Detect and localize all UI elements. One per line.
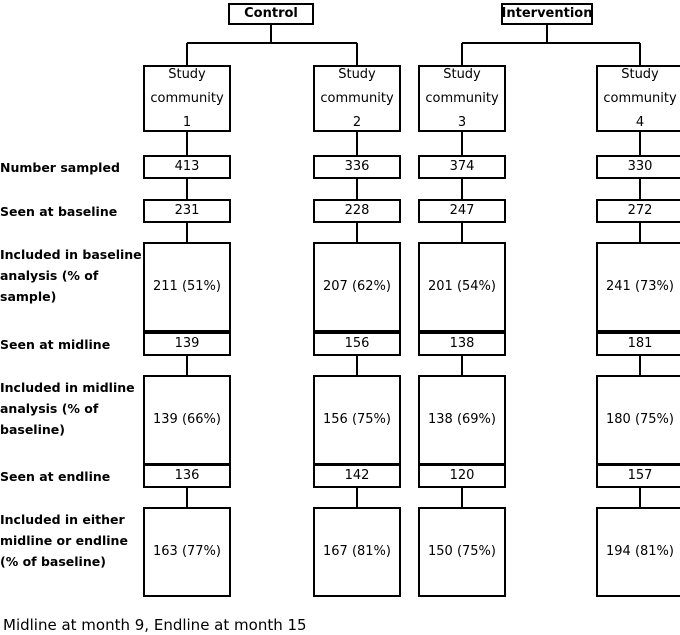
count-box-seen_endline: 136 (143, 464, 231, 488)
count-box-sampled: 336 (313, 155, 401, 179)
row-label-line: Seen at endline (0, 469, 111, 484)
count-box-seen_endline: 157 (596, 464, 680, 488)
count-value: 201 (54%) (428, 279, 496, 294)
count-box-seen_endline: 120 (418, 464, 506, 488)
count-value: 156 (344, 336, 370, 351)
count-box-incl_baseline: 211 (51%) (143, 242, 231, 332)
count-box-seen_baseline: 228 (313, 199, 401, 223)
arm-box-control: Control (228, 3, 314, 25)
count-box-seen_endline: 142 (313, 464, 401, 488)
count-value: 163 (77%) (153, 544, 221, 559)
count-box-seen_midline: 156 (313, 332, 401, 356)
count-value: 138 (69%) (428, 412, 496, 427)
count-value: 120 (449, 468, 475, 483)
count-value: 194 (81%) (606, 544, 674, 559)
count-value: 241 (73%) (606, 279, 674, 294)
community-header-text: 3 (457, 114, 467, 130)
count-value: 139 (174, 336, 200, 351)
community-header-text: community (150, 90, 224, 106)
count-box-seen_midline: 139 (143, 332, 231, 356)
footnote: Midline at month 9, Endline at month 15 (3, 616, 307, 634)
count-box-incl_either: 194 (81%) (596, 507, 680, 597)
row-label-seen_endline: Seen at endline (0, 466, 142, 487)
row-label-line: Seen at midline (0, 337, 111, 352)
count-value: 167 (81%) (323, 544, 391, 559)
count-box-seen_baseline: 272 (596, 199, 680, 223)
count-value: 142 (344, 468, 370, 483)
count-value: 413 (174, 159, 200, 174)
count-value: 231 (174, 203, 200, 218)
row-label-line: Number sampled (0, 160, 120, 175)
row-label-line: Included in either (0, 512, 125, 527)
row-label-line: sample) (0, 289, 57, 304)
community-header-text: community (603, 90, 677, 106)
count-value: 136 (174, 468, 200, 483)
count-value: 330 (627, 159, 653, 174)
community-header-text: 2 (352, 114, 362, 130)
community-header-text: Study (168, 66, 206, 82)
row-label-incl_either: Included in either midline or endline (% o… (0, 509, 142, 572)
count-value: 207 (62%) (323, 279, 391, 294)
count-box-incl_either: 163 (77%) (143, 507, 231, 597)
community-header-4: Study community 4 (596, 65, 680, 132)
count-box-incl_baseline: 241 (73%) (596, 242, 680, 332)
community-header-text: community (320, 90, 394, 106)
community-header-text: Study (338, 66, 376, 82)
row-label-line: Included in midline (0, 380, 135, 395)
count-box-incl_midline: 156 (75%) (313, 375, 401, 465)
count-box-incl_midline: 138 (69%) (418, 375, 506, 465)
count-value: 156 (75%) (323, 412, 391, 427)
row-label-line: analysis (% of (0, 268, 99, 283)
count-value: 139 (66%) (153, 412, 221, 427)
row-label-line: midline or endline (0, 533, 128, 548)
count-box-seen_baseline: 231 (143, 199, 231, 223)
row-label-line: Included in baseline (0, 247, 142, 262)
count-value: 150 (75%) (428, 544, 496, 559)
count-value: 247 (449, 203, 475, 218)
row-label-line: (% of baseline) (0, 554, 106, 569)
community-header-text: community (425, 90, 499, 106)
count-value: 272 (627, 203, 653, 218)
community-header-text: 4 (635, 114, 645, 130)
count-value: 336 (344, 159, 370, 174)
count-box-sampled: 374 (418, 155, 506, 179)
row-label-sampled: Number sampled (0, 157, 142, 178)
row-label-seen_baseline: Seen at baseline (0, 201, 142, 222)
count-value: 228 (344, 203, 370, 218)
count-box-incl_midline: 139 (66%) (143, 375, 231, 465)
count-value: 374 (449, 159, 475, 174)
community-header-text: Study (443, 66, 481, 82)
row-label-incl_baseline: Included in baseline analysis (% of sample… (0, 244, 142, 307)
community-header-1: Study community 1 (143, 65, 231, 132)
count-value: 157 (627, 468, 653, 483)
community-header-3: Study community 3 (418, 65, 506, 132)
community-header-2: Study community 2 (313, 65, 401, 132)
community-header-text: Study (621, 66, 659, 82)
community-header-text: 1 (182, 114, 192, 130)
count-value: 211 (51%) (153, 279, 221, 294)
count-box-seen_midline: 138 (418, 332, 506, 356)
row-label-line: baseline) (0, 422, 65, 437)
count-box-sampled: 413 (143, 155, 231, 179)
count-box-seen_midline: 181 (596, 332, 680, 356)
count-value: 138 (449, 336, 475, 351)
row-label-line: Seen at baseline (0, 204, 118, 219)
row-label-seen_midline: Seen at midline (0, 334, 142, 355)
count-value: 180 (75%) (606, 412, 674, 427)
count-box-incl_either: 150 (75%) (418, 507, 506, 597)
row-label-line: analysis (% of (0, 401, 99, 416)
count-box-incl_baseline: 207 (62%) (313, 242, 401, 332)
row-label-incl_midline: Included in midline analysis (% of baselin… (0, 377, 142, 440)
arm-label: Intervention (501, 6, 593, 21)
count-box-sampled: 330 (596, 155, 680, 179)
count-value: 181 (627, 336, 653, 351)
arm-label: Control (244, 6, 298, 21)
count-box-seen_baseline: 247 (418, 199, 506, 223)
count-box-incl_either: 167 (81%) (313, 507, 401, 597)
arm-box-intervention: Intervention (501, 3, 593, 25)
count-box-incl_baseline: 201 (54%) (418, 242, 506, 332)
count-box-incl_midline: 180 (75%) (596, 375, 680, 465)
